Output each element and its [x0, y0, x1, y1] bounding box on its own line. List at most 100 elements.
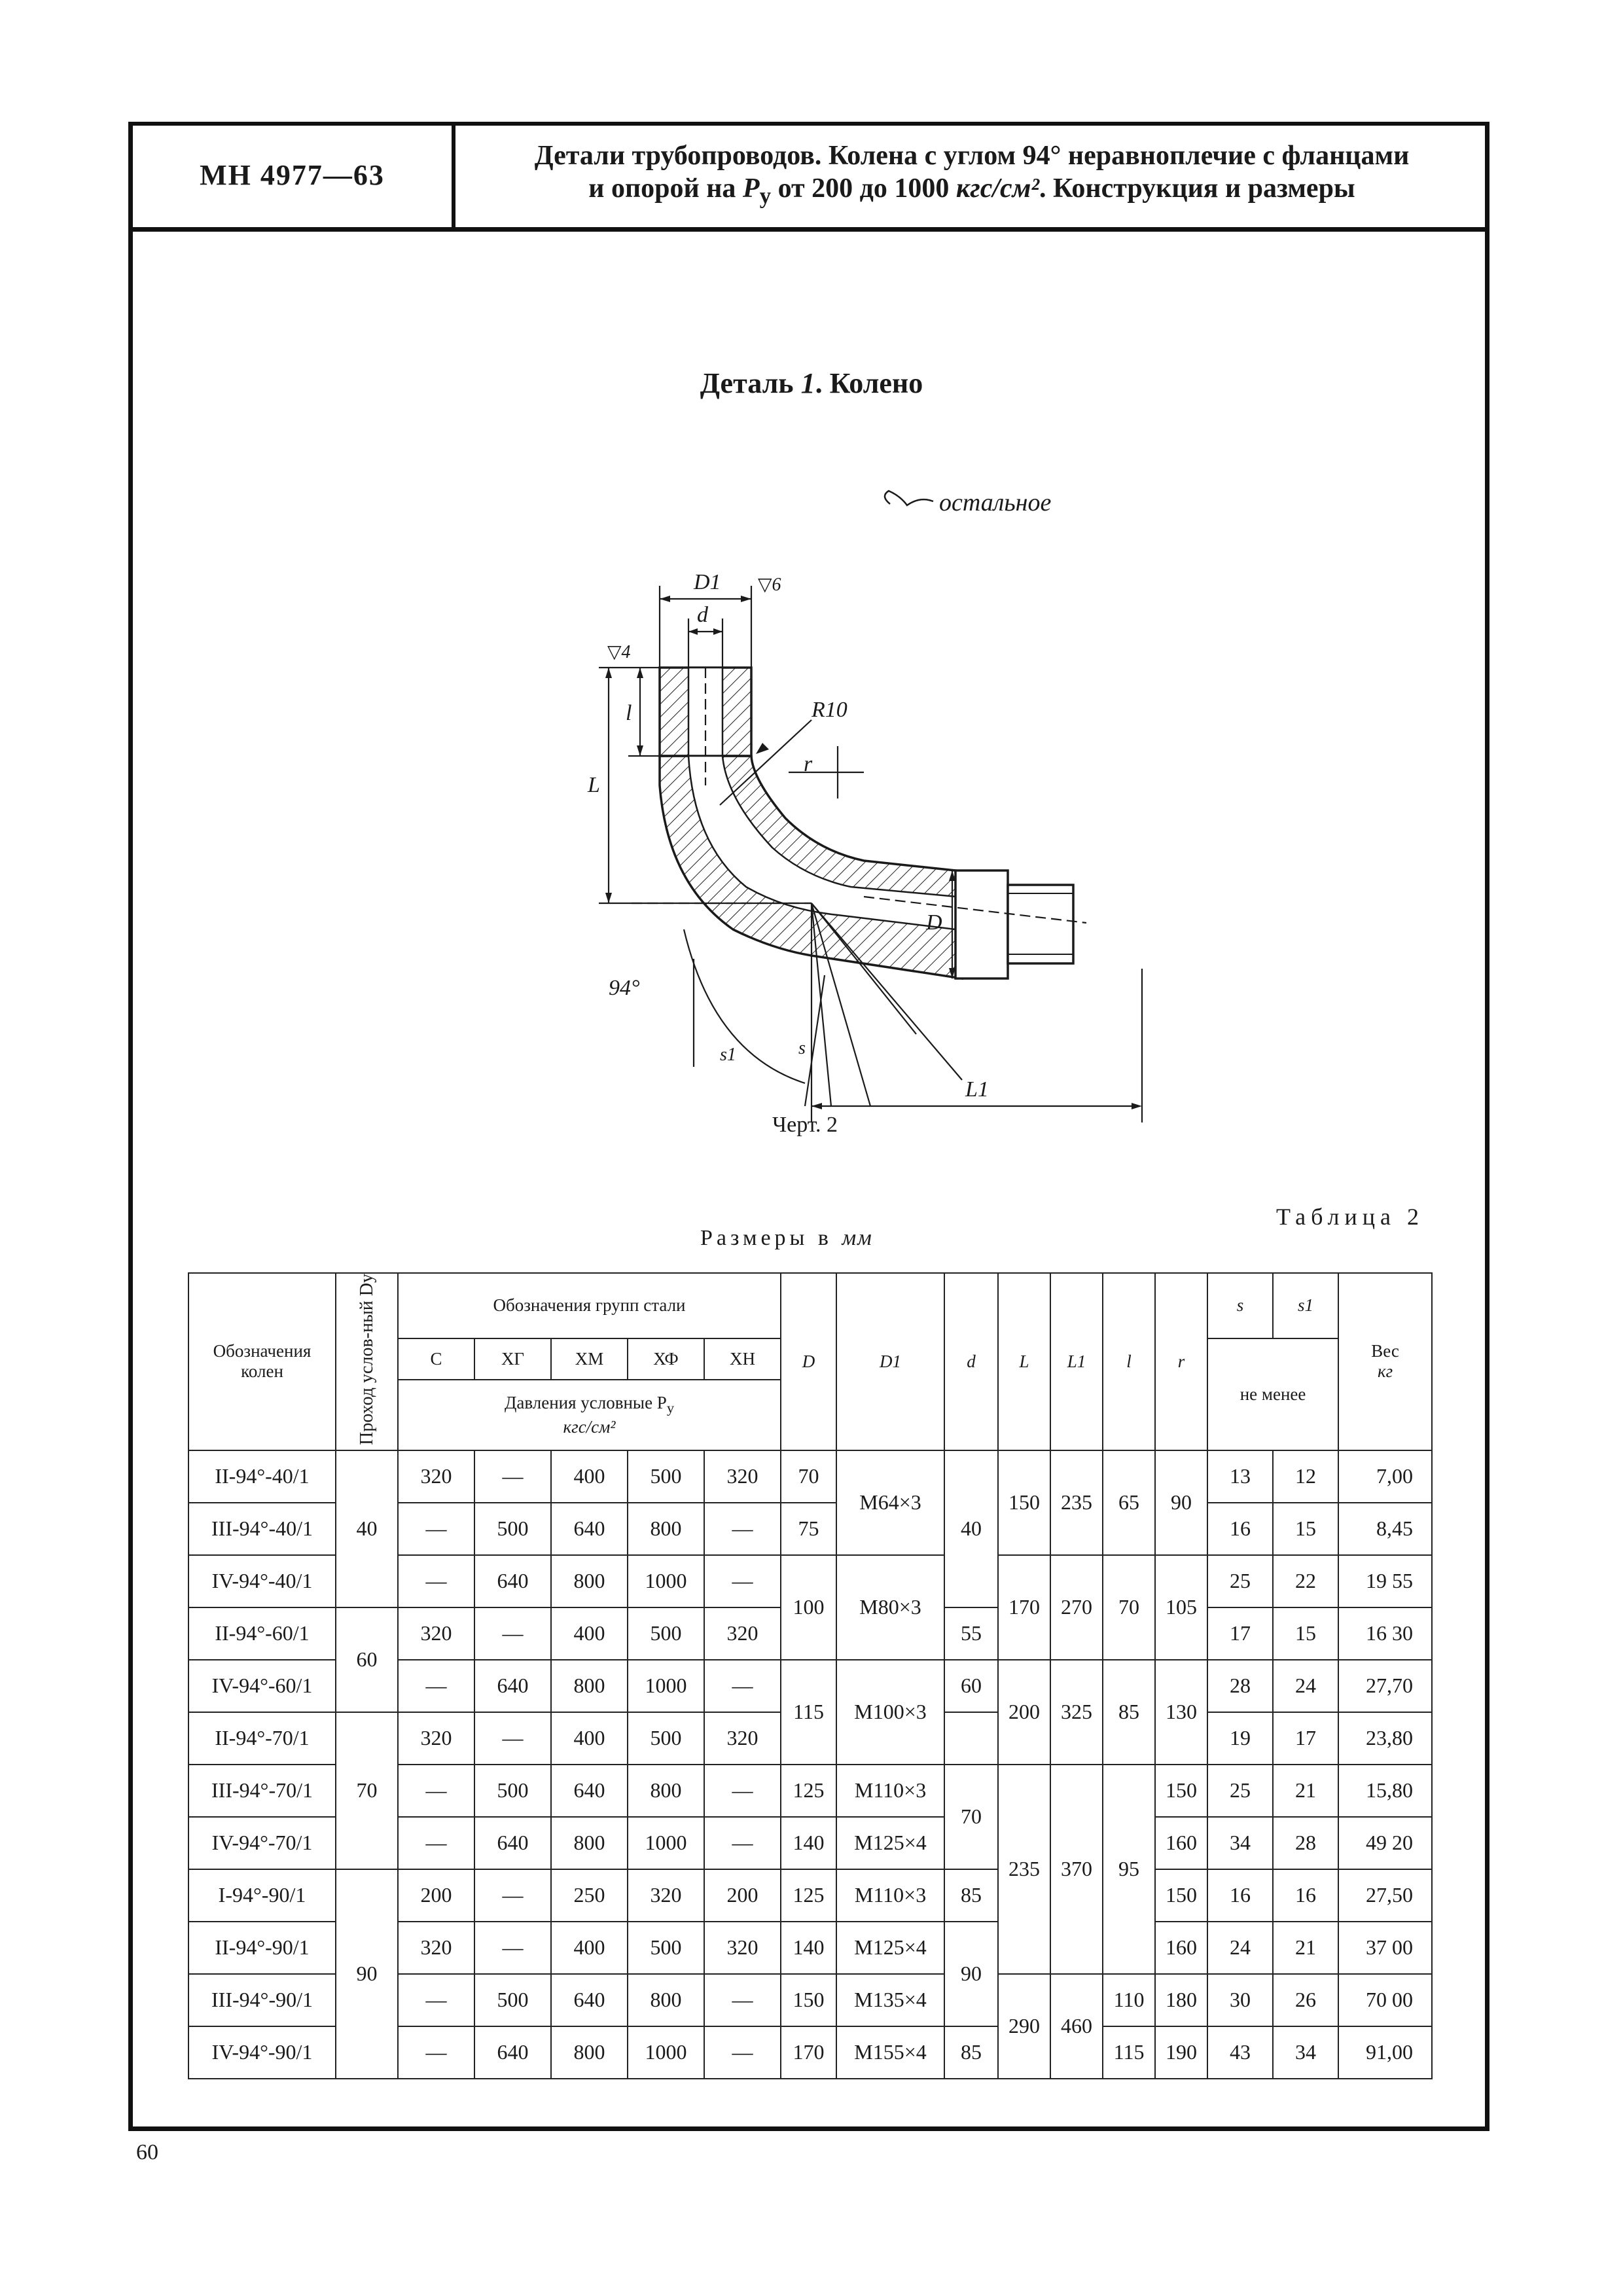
cell-c: 200 — [397, 1868, 475, 1922]
cell-D1: M110×3 — [836, 1763, 946, 1818]
cell-designation: I-94°-90/1 — [188, 1868, 336, 1922]
cell-dy: 70 — [335, 1711, 399, 1870]
cell-designation: II-94°-90/1 — [188, 1920, 336, 1975]
cell-xm: 640 — [550, 1973, 628, 2027]
table-row: II-94°-90/1 320 — 400 500 320 140 M125×4… — [188, 1920, 1433, 2027]
cell-xn: — — [703, 1973, 782, 2027]
cell-r: 160 — [1154, 1920, 1209, 1975]
cell-s1: 16 — [1272, 1868, 1340, 1922]
cell-mass: 23,80 — [1338, 1711, 1433, 1765]
cell-D1: M64×3 — [836, 1449, 946, 1556]
cell-r: 150 — [1154, 1868, 1209, 1922]
cell-mass: 16 30 — [1338, 1606, 1433, 1660]
table-row: III-94°-90/1 — 500 640 800 — 150 M135×4 … — [188, 1973, 1433, 2079]
cell-xg: 640 — [474, 1816, 552, 1870]
cell-r: 180 — [1154, 1973, 1209, 2027]
cell-l: 65 — [1102, 1449, 1156, 1556]
cell-xg: 640 — [474, 1554, 552, 1608]
cell-L1: 460 — [1050, 1973, 1104, 2079]
cell-D1: M125×4 — [836, 1920, 946, 1975]
units-text: Размеры в — [700, 1226, 842, 1250]
cell-xf: 500 — [627, 1449, 705, 1503]
cell-xm: 250 — [550, 1868, 628, 1922]
cell-xn: 320 — [703, 1449, 782, 1503]
cell-s1: 15 — [1272, 1606, 1340, 1660]
cell-c: — — [397, 1659, 475, 1713]
cell-xf: 500 — [627, 1920, 705, 1975]
cell-D: 115 — [780, 1659, 838, 1765]
header-passage-text: Проход услов-ный Dу — [356, 1274, 377, 1445]
label-D: D — [925, 910, 942, 935]
label-angle: 94° — [609, 976, 640, 1000]
cell-xf: 500 — [627, 1606, 705, 1660]
header-steel-xm: ХМ — [550, 1338, 628, 1380]
roughness-note: остальное — [939, 489, 1051, 516]
cell-D1: M110×3 — [836, 1868, 946, 1922]
cell-L1: 235 — [1050, 1449, 1104, 1556]
cell-L1: 370 — [1050, 1763, 1104, 1975]
table-row: IV-94°-70/1 — 640 800 1000 — 140 M125×4 … — [188, 1816, 1433, 1870]
elbow-drawing: остальное D1 ▽6 d ▽4 R10 l r L D 94° s1 … — [587, 489, 1143, 1122]
table-row: IV-94°-40/1 — 640 800 1000 — 100 M80×3 1… — [188, 1554, 1433, 1660]
cell-dy: 40 — [335, 1449, 399, 1608]
cell-xm: 800 — [550, 1554, 628, 1608]
header-d: d — [944, 1272, 999, 1451]
table-row: IV-94°-90/1 — 640 800 1000 — 170 M155×4 … — [188, 2025, 1433, 2079]
page-frame — [128, 122, 1489, 2131]
cell-designation: III-94°-70/1 — [188, 1763, 336, 1818]
label-roughness-left: ▽4 — [607, 642, 631, 662]
cell-xn: — — [703, 1501, 782, 1556]
cell-r: 150 — [1154, 1763, 1209, 1818]
label-D1: D1 — [693, 570, 721, 594]
cell-s: 24 — [1207, 1920, 1274, 1975]
title-text: и опорой на — [588, 173, 743, 204]
cell-xf: 1000 — [627, 1659, 705, 1713]
cell-xn: 200 — [703, 1868, 782, 1922]
cell-xg: — — [474, 1449, 552, 1503]
roughness-sign-icon — [883, 490, 934, 507]
label-L1: L1 — [965, 1077, 989, 1102]
cell-xn: — — [703, 1763, 782, 1818]
header-passage: Проход услов-ный Dу — [335, 1272, 399, 1451]
cell-d: 70 — [944, 1763, 999, 1870]
detail-title-text: Деталь — [700, 367, 801, 399]
cell-xg: 640 — [474, 2025, 552, 2079]
cell-s: 19 — [1207, 1711, 1274, 1765]
cell-s1: 12 — [1272, 1449, 1340, 1503]
cell-xg: 500 — [474, 1763, 552, 1818]
header-steel-xf: ХФ — [627, 1338, 705, 1380]
cell-s: 34 — [1207, 1816, 1274, 1870]
cell-xn: 320 — [703, 1606, 782, 1660]
cell-xn: 320 — [703, 1920, 782, 1975]
cell-s1: 28 — [1272, 1816, 1340, 1870]
header-pressure-unit: кгс/см² — [563, 1416, 616, 1437]
title-text: от 200 до 1000 — [771, 173, 956, 204]
cell-xm: 400 — [550, 1606, 628, 1660]
cell-L: 150 — [997, 1449, 1052, 1556]
title-text: . Конструкция и размеры — [1039, 173, 1355, 204]
cell-mass: 15,80 — [1338, 1763, 1433, 1818]
cell-mass: 27,50 — [1338, 1868, 1433, 1922]
cell-L: 235 — [997, 1763, 1052, 1975]
cell-s: 13 — [1207, 1449, 1274, 1503]
page-number: 60 — [136, 2140, 158, 2164]
cell-c: 320 — [397, 1449, 475, 1503]
cell-designation: IV-94°-40/1 — [188, 1554, 336, 1608]
standard-number: МН 4977—63 — [200, 158, 385, 191]
cell-d: 55 — [944, 1606, 999, 1660]
label-roughness-top: ▽6 — [758, 575, 781, 595]
cell-designation: II-94°-60/1 — [188, 1606, 336, 1660]
header-pressure-sub: у — [666, 1399, 675, 1416]
cell-xm: 400 — [550, 1449, 628, 1503]
cell-D: 70 — [780, 1449, 838, 1503]
cell-D1: M125×4 — [836, 1816, 946, 1870]
header-mass-unit: кг — [1377, 1361, 1393, 1382]
label-d: d — [697, 603, 709, 627]
cell-c: — — [397, 1763, 475, 1818]
cell-mass: 19 55 — [1338, 1554, 1433, 1608]
cell-d: 40 — [944, 1449, 999, 1608]
label-s: s — [798, 1038, 806, 1058]
cell-s: 30 — [1207, 1973, 1274, 2027]
cell-xn: — — [703, 2025, 782, 2079]
cell-s1: 24 — [1272, 1659, 1340, 1713]
